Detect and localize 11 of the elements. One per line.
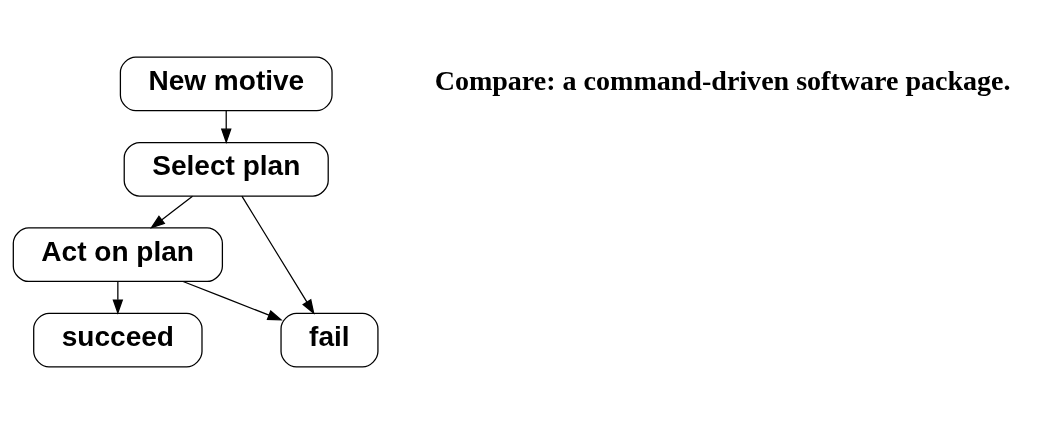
arrow [150, 195, 194, 229]
arrow [241, 195, 315, 315]
arrow [182, 280, 283, 321]
arrow [220, 109, 232, 144]
arrow [112, 280, 124, 315]
node-box: Select plan [123, 141, 329, 197]
node-box: fail [280, 312, 379, 368]
node-box: Act on plan [12, 226, 224, 282]
label: Compare: a command-driven software package. [434, 64, 1011, 96]
node-box: succeed [33, 312, 203, 368]
node-box: New motive [119, 55, 333, 111]
